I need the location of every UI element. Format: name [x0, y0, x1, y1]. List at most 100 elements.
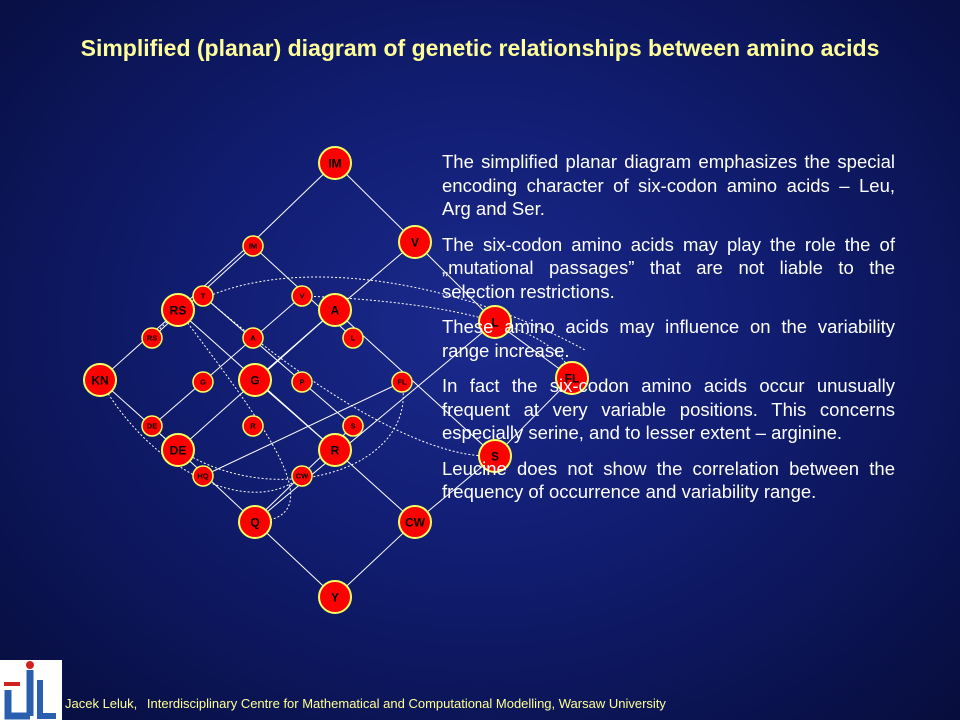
small-node: IM [242, 235, 264, 257]
node-label: G [200, 378, 206, 387]
big-node: IM [318, 146, 352, 180]
diagram-curve [99, 379, 303, 493]
small-node: G [192, 371, 214, 393]
node-label: S [350, 422, 355, 431]
small-node: S [342, 415, 364, 437]
node-circle [161, 433, 195, 467]
big-node: Y [318, 580, 352, 614]
node-circle [291, 371, 313, 393]
node-label: R [250, 422, 256, 431]
diagram-edge [414, 455, 496, 523]
diagram-edge [99, 309, 179, 381]
big-node: RS [161, 293, 195, 327]
node-label: IM [249, 242, 257, 251]
diagram-edge [254, 162, 336, 241]
node-circle [342, 415, 364, 437]
footer-author: Jacek Leluk, [65, 696, 138, 711]
node-circle [238, 363, 272, 397]
small-node: T [192, 285, 214, 307]
node-circle [318, 293, 352, 327]
node-circle [238, 505, 272, 539]
node-circle [192, 371, 214, 393]
diagram-edge [334, 449, 416, 523]
node-circle [141, 327, 163, 349]
big-node: L [478, 305, 512, 339]
page-title: Simplified (planar) diagram of genetic r… [80, 35, 880, 61]
node-label: RS [147, 334, 157, 343]
node-label: R [331, 443, 340, 457]
node-label: V [411, 235, 419, 249]
big-node: A [318, 293, 352, 327]
node-circle [391, 371, 413, 393]
diagram-edge [254, 321, 496, 523]
node-circle [398, 225, 432, 259]
node-circle [192, 285, 214, 307]
big-node: Q [238, 505, 272, 539]
big-node: CW [398, 505, 432, 539]
node-label: DE [147, 422, 157, 431]
diagram-edge [202, 381, 403, 477]
small-node: HQ [192, 465, 214, 487]
node-label: L [491, 315, 498, 329]
diagram-curve [151, 381, 404, 480]
big-node: KN [83, 363, 117, 397]
big-node: DE [161, 433, 195, 467]
diagram-edge [151, 295, 303, 427]
diagram-curves [99, 276, 586, 523]
node-circle [141, 415, 163, 437]
small-node: V [291, 285, 313, 307]
node-label: FL [565, 371, 580, 385]
node-circle [161, 293, 195, 327]
node-label: FL [397, 378, 407, 387]
node-circle [342, 327, 364, 349]
diagram-edge [334, 162, 416, 243]
node-circle [555, 361, 589, 395]
node-circle [242, 327, 264, 349]
node-label: A [250, 334, 256, 343]
small-node: FL [391, 371, 413, 393]
diagram-nodes: IMTVRSALGPFLDERSHQCWYKNIMVLFLSCWYQRAGRSK… [83, 146, 589, 614]
node-circle [291, 285, 313, 307]
diagram-edge [177, 239, 256, 311]
node-circle [291, 465, 313, 487]
node-circle [318, 146, 352, 180]
footer: Jacek Leluk, Interdisciplinary Centre fo… [65, 696, 666, 711]
diagram-edge [254, 379, 336, 451]
small-node: RS [141, 327, 163, 349]
node-circle [478, 305, 512, 339]
big-node: S [478, 439, 512, 473]
diagram-curve [151, 276, 586, 351]
diagram-edge [254, 521, 336, 598]
node-circle [318, 580, 352, 614]
node-label: CW [405, 515, 426, 529]
node-label: CW [296, 472, 309, 481]
node-circle [192, 465, 214, 487]
node-label: S [491, 449, 499, 463]
footer-affiliation: Interdisciplinary Centre for Mathematica… [146, 696, 666, 711]
node-label: Y [331, 590, 339, 604]
big-node: G [238, 363, 272, 397]
node-circle [398, 505, 432, 539]
small-node: P [291, 371, 313, 393]
diagram-edge [494, 377, 573, 457]
diagram-curve [177, 309, 292, 523]
node-circle [242, 415, 264, 437]
node-label: Q [250, 515, 259, 529]
node-circle [318, 433, 352, 467]
node-label: G [250, 373, 259, 387]
node-circle [478, 439, 512, 473]
node-label: T [201, 292, 206, 301]
paragraph-3: These amino acids may influence on the v… [442, 316, 895, 361]
big-node: R [318, 433, 352, 467]
node-label: V [299, 292, 304, 301]
node-label: HQ [197, 472, 208, 481]
diagram-edge [334, 521, 416, 598]
node-circle [83, 363, 117, 397]
text-panel: The simplified planar diagram emphasizes… [442, 150, 895, 516]
small-node: CW [291, 465, 313, 487]
small-node: R [242, 415, 264, 437]
diagram-edge [177, 449, 256, 523]
node-label: KN [91, 373, 108, 387]
node-label: L [351, 334, 356, 343]
